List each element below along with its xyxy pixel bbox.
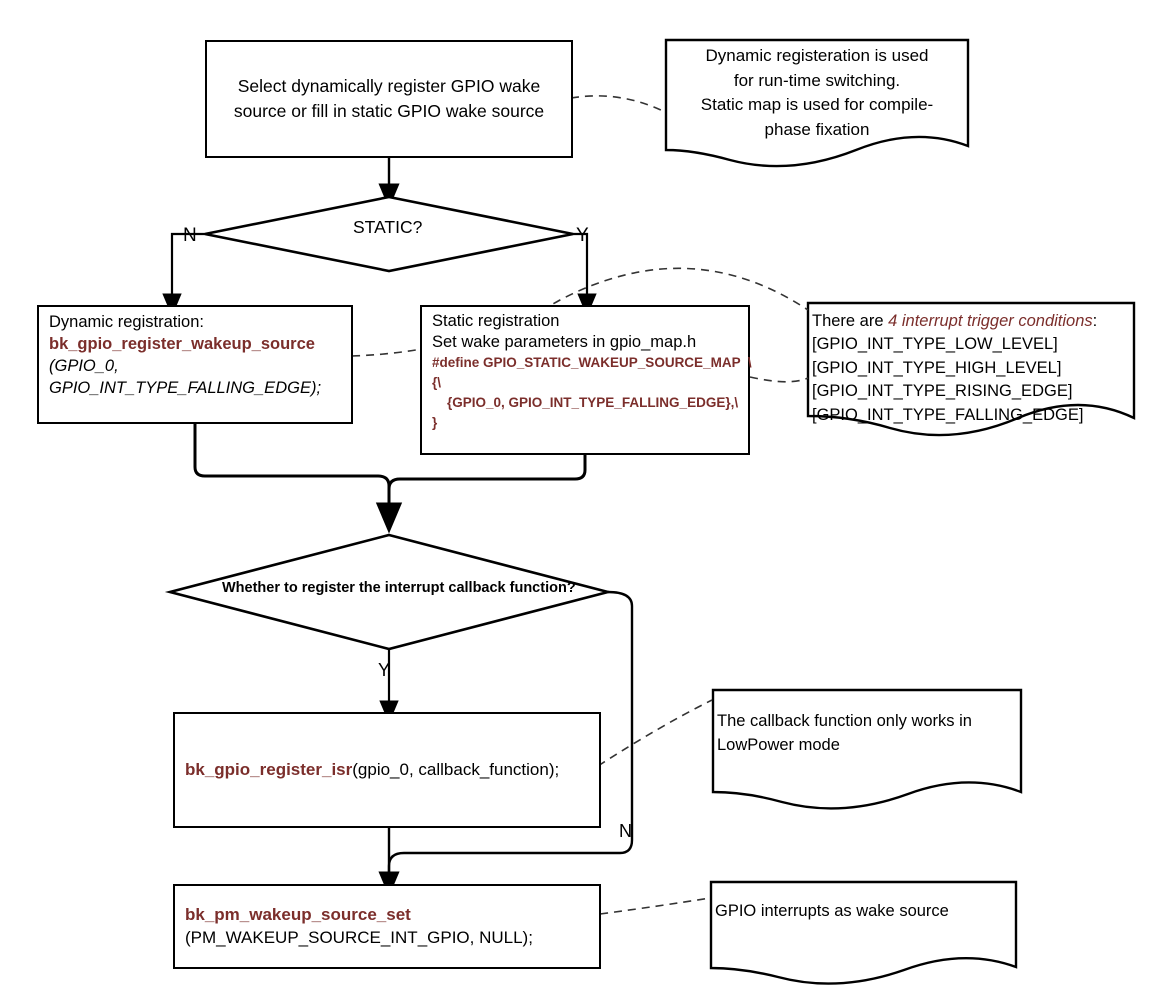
note-triggers-emphasis: 4 interrupt trigger conditions: [888, 312, 1093, 330]
decision-static-branch-no: N: [183, 225, 197, 246]
static-box-open-brace: {\: [432, 374, 442, 390]
isr-box-text: bk_gpio_register_isr(gpio_0, callback_fu…: [185, 759, 589, 781]
note-triggers-lead-tail: :: [1092, 312, 1098, 330]
edge-static-merge: [387, 455, 587, 518]
note-dynamic-static-line2: for run-time switching.: [733, 70, 901, 90]
start-box[interactable]: Select dynamically register GPIO wake so…: [205, 40, 573, 158]
static-box-entry: {GPIO_0, GPIO_INT_TYPE_FALLING_EDGE},\: [432, 395, 739, 411]
decision-callback-label: Whether to register the interrupt callba…: [222, 580, 576, 596]
decision-static-branch-yes: Y: [576, 225, 589, 246]
dynamic-box-line1: Dynamic registration:: [49, 313, 204, 331]
static-box-line1: Static registration: [432, 312, 560, 330]
static-box-define-kw: #define: [432, 354, 480, 370]
decision-callback-branch-no: N: [619, 821, 632, 841]
note-callback-line1: The callback function only works in: [717, 712, 972, 730]
dynamic-box-code: bk_gpio_register_wakeup_source: [49, 334, 315, 353]
note-dynamic-static-line3: Static map is used for compile-: [700, 95, 934, 115]
note-callback-line2: LowPower mode: [717, 735, 840, 754]
dashed-start-to-note: [570, 95, 666, 113]
note-dynamic-static: Dynamic registeration is used for run-ti…: [668, 44, 966, 143]
note-dynamic-static-line4: phase fixation: [764, 119, 870, 139]
edge-dynamic-merge: [193, 424, 403, 534]
note-triggers-item-0: [GPIO_INT_TYPE_LOW_LEVEL]: [812, 335, 1058, 354]
dashed-isr-to-note: [597, 699, 713, 767]
static-box-define-name: GPIO_STATIC_WAKEUP_SOURCE_MAP \: [483, 354, 752, 370]
note-triggers-item-3: [GPIO_INT_TYPE_FALLING_EDGE]: [812, 405, 1084, 424]
decision-static-label: STATIC?: [353, 217, 423, 237]
isr-box-args: (gpio_0, callback_function);: [352, 759, 560, 779]
static-registration-box[interactable]: Static registration Set wake parameters …: [420, 305, 752, 455]
wakeup-box-code: bk_pm_wakeup_source_set: [185, 904, 411, 924]
start-box-line2: source or fill in static GPIO wake sourc…: [233, 101, 545, 121]
note-triggers-lead: There are: [812, 312, 889, 330]
register-isr-box[interactable]: bk_gpio_register_isr(gpio_0, callback_fu…: [173, 712, 601, 828]
dynamic-registration-box[interactable]: Dynamic registration: bk_gpio_register_w…: [37, 305, 353, 424]
note-wakesource-line1: GPIO interrupts as wake source: [715, 902, 949, 920]
pm-wakeup-source-box[interactable]: bk_pm_wakeup_source_set (PM_WAKEUP_SOURC…: [173, 884, 601, 969]
note-triggers-heading: There are 4 interrupt trigger conditions…: [812, 310, 1130, 333]
static-box-line2: Set wake parameters in gpio_map.h: [432, 332, 697, 351]
dashed-wakeup-to-note: [599, 897, 711, 915]
note-callback: The callback function only works in LowP…: [717, 710, 1017, 758]
dynamic-box-arg1: (GPIO_0,: [49, 356, 119, 375]
note-wakesource: GPIO interrupts as wake source: [715, 900, 1015, 924]
start-box-line1: Select dynamically register GPIO wake: [237, 76, 541, 97]
static-box-close-brace: }: [432, 415, 438, 431]
wakeup-box-args: (PM_WAKEUP_SOURCE_INT_GPIO, NULL);: [185, 927, 533, 947]
isr-box-code: bk_gpio_register_isr: [185, 759, 353, 779]
note-triggers-item-1: [GPIO_INT_TYPE_HIGH_LEVEL]: [812, 358, 1062, 377]
note-wakesource-shape: [709, 880, 1018, 985]
decision-callback-branch-yes: Y: [378, 660, 391, 680]
note-dynamic-static-line1: Dynamic registeration is used: [705, 46, 929, 65]
static-box-define-line: #define GPIO_STATIC_WAKEUP_SOURCE_MAP \: [432, 353, 752, 373]
dynamic-box-arg2: GPIO_INT_TYPE_FALLING_EDGE);: [49, 378, 322, 397]
note-triggers-item-2: [GPIO_INT_TYPE_RISING_EDGE]: [812, 382, 1073, 401]
note-triggers: There are 4 interrupt trigger conditions…: [812, 310, 1130, 427]
